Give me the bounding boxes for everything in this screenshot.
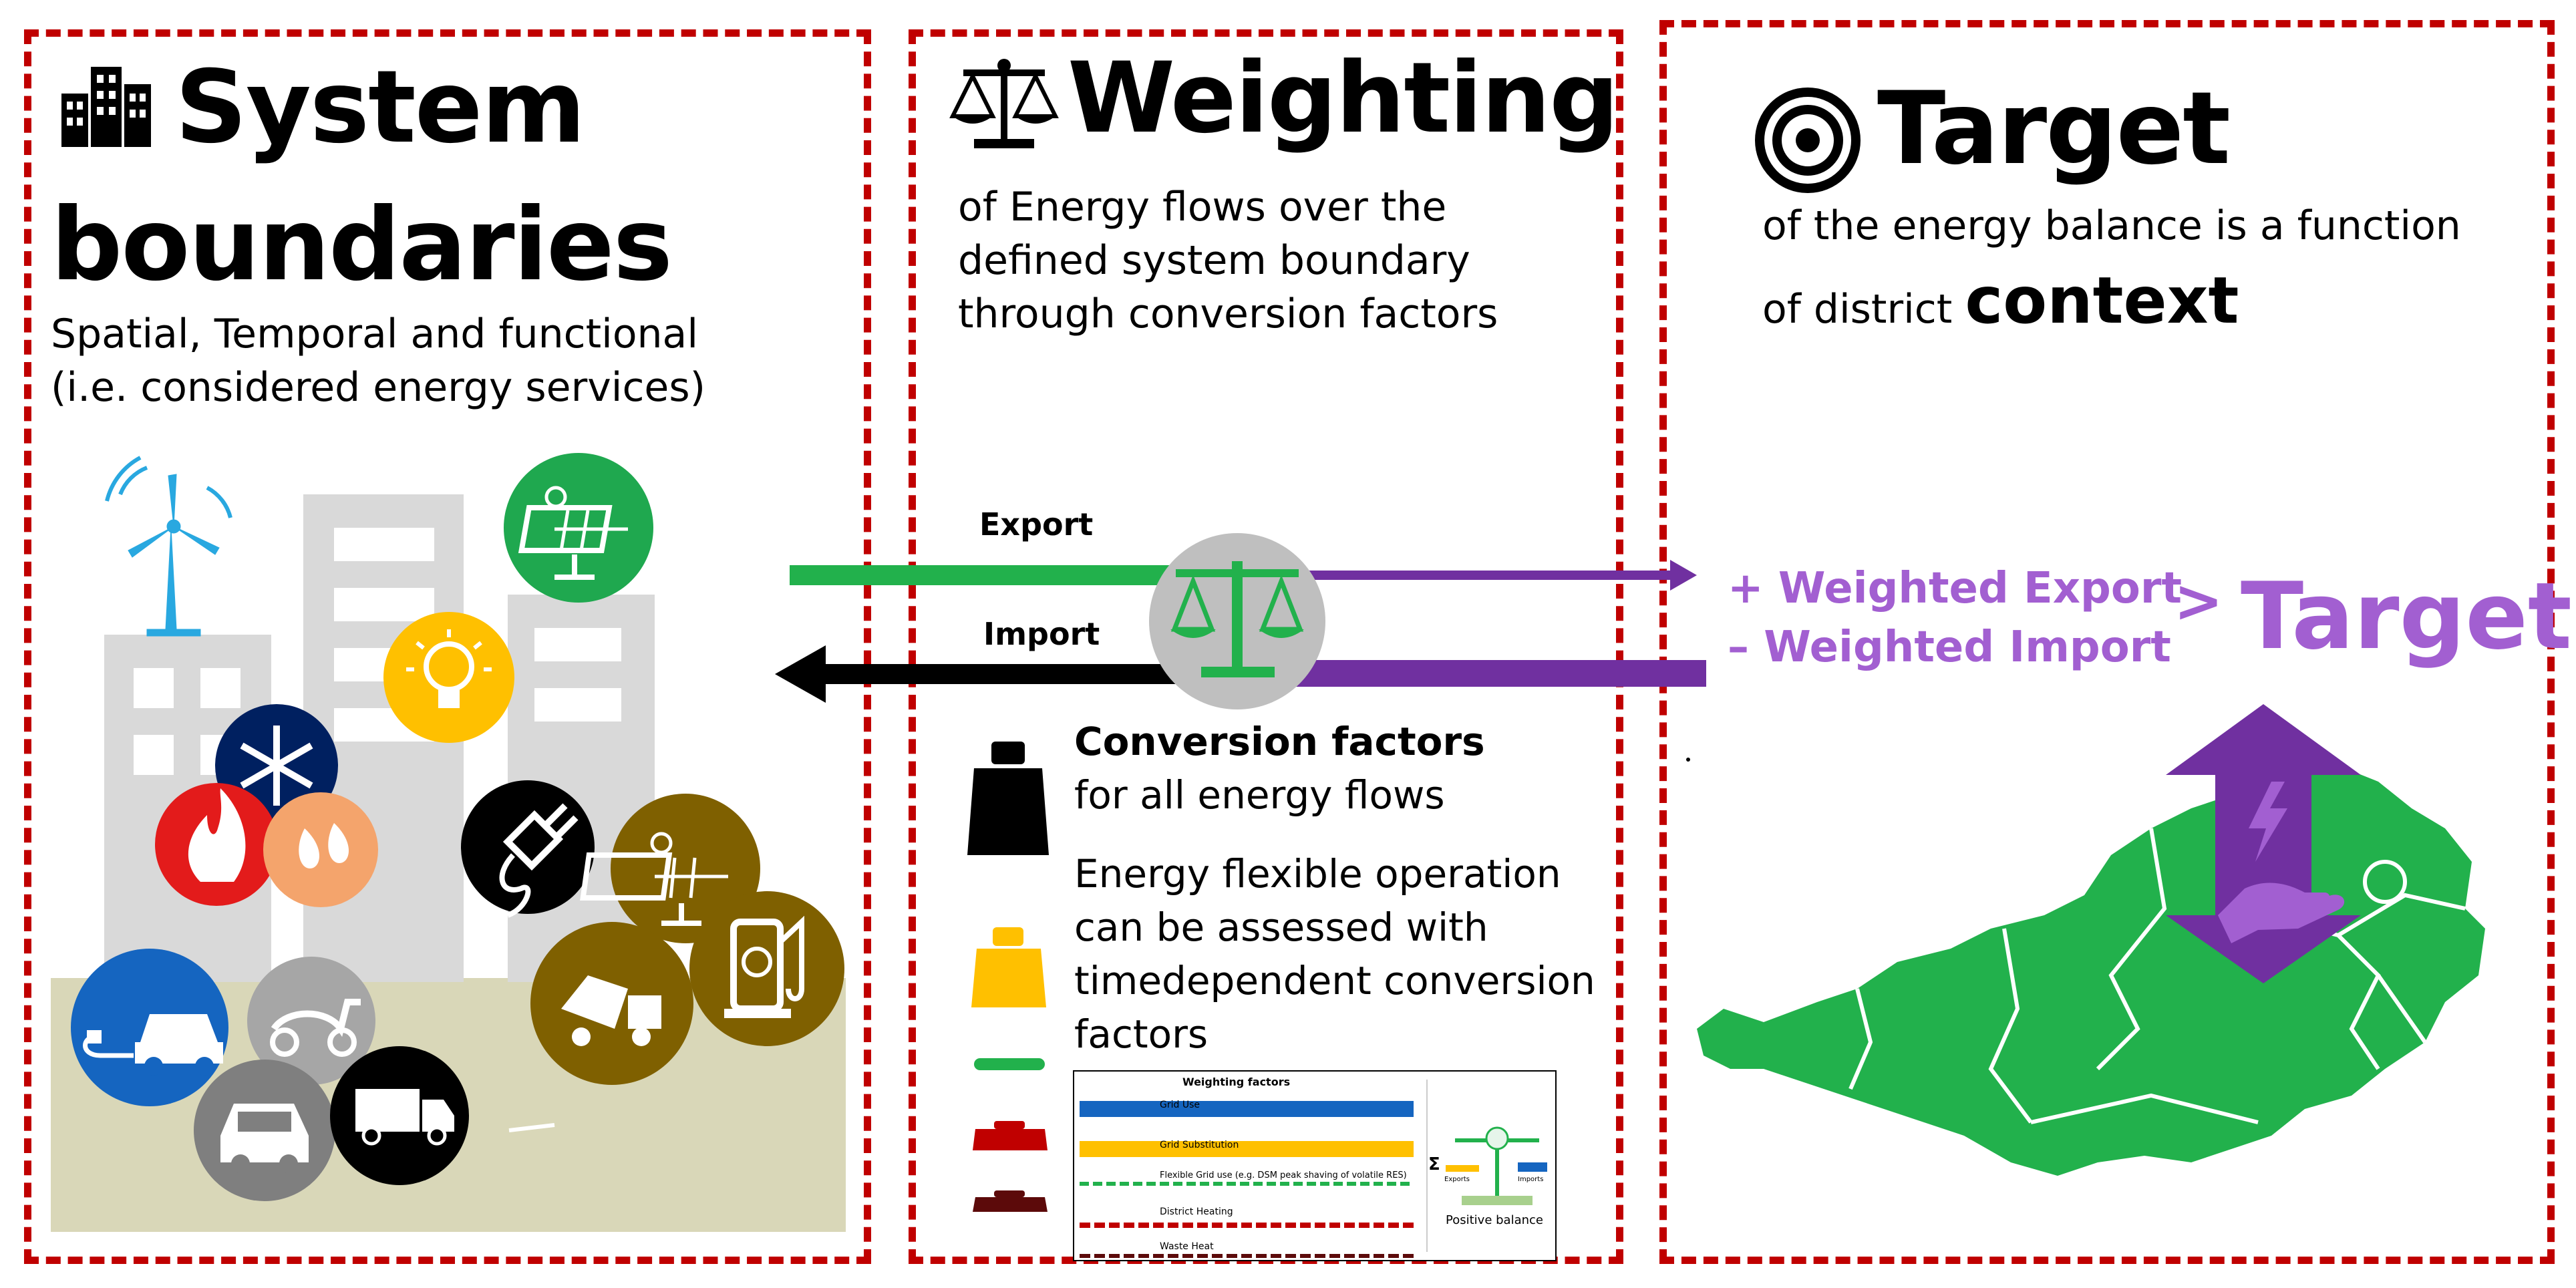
inset-row-waste-heat: Waste Heat	[1160, 1241, 1214, 1252]
system-boundaries-panel	[24, 29, 871, 1264]
car-icon	[194, 1060, 335, 1201]
water-drops-icon	[263, 792, 378, 907]
weighted-import-line	[1296, 660, 1706, 687]
austria-map	[1697, 704, 2485, 1176]
energy-hand-icon	[2218, 782, 2345, 943]
electric-car-icon	[71, 949, 228, 1106]
light-bulb-icon	[383, 612, 514, 743]
target-icon	[1755, 88, 1861, 193]
city-illustration	[51, 453, 846, 1232]
concrete-mixer-icon	[530, 922, 693, 1085]
inset-row-grid-substitution: Grid Substitution	[1160, 1140, 1239, 1150]
weight-icon	[967, 742, 1049, 855]
weighted-export-text: + Weighted Export	[1728, 564, 2182, 613]
weighting-scale-icon	[1149, 533, 1325, 709]
weight-icon	[973, 1121, 1048, 1150]
greater-than-sign: >	[2174, 567, 2223, 635]
system-title-line1: System	[175, 49, 586, 166]
scale-icon	[949, 59, 1059, 148]
truck-icon	[330, 1046, 469, 1185]
system-title-line2: boundaries	[51, 187, 673, 303]
target-panel	[1659, 20, 2555, 1264]
system-description: Spatial, Temporal and functional (i.e. c…	[51, 311, 706, 411]
inset-title: Weighting factors	[1182, 1076, 1291, 1088]
target-desc-prefix: of district	[1762, 286, 1965, 333]
conversion-factors-title: Conversion factors	[1074, 719, 1485, 764]
weight-icon	[973, 1190, 1048, 1212]
target-description-line1: of the energy balance is a function	[1762, 202, 2461, 249]
import-flow-arrow	[822, 664, 1196, 684]
flexible-operation-text: Energy flexible operation can be assesse…	[1074, 851, 1595, 1057]
weight-icon	[971, 927, 1046, 1007]
weighting-title: Weighting	[1068, 41, 1619, 155]
city-icon	[61, 67, 151, 147]
solar-panel-icon	[504, 453, 653, 603]
export-flow-line	[790, 565, 1190, 585]
inset-exports-label: Exports	[1444, 1176, 1470, 1183]
weighting-factors-inset: Weighting factors Grid Use Grid Substitu…	[1073, 1070, 1557, 1261]
fuel-pump-icon	[689, 891, 844, 1046]
inset-positive-balance: Positive balance	[1446, 1213, 1543, 1227]
weighting-description: of Energy flows over the defined system …	[958, 184, 1498, 337]
inset-row-district-heating: District Heating	[1160, 1206, 1233, 1217]
fire-icon	[155, 783, 278, 906]
conversion-factors-subtitle: for all energy flows	[1074, 772, 1445, 818]
weighted-export-arrow	[1269, 571, 1670, 580]
scooter-icon	[247, 957, 375, 1085]
inset-sigma: Σ	[1428, 1154, 1440, 1174]
target-description-line2: of district context	[1762, 269, 2239, 336]
inset-imports-label: Imports	[1518, 1176, 1544, 1183]
dot-marker	[1686, 758, 1690, 762]
wind-turbine-icon	[105, 456, 232, 637]
target-title: Target	[1877, 71, 2231, 187]
target-desc-context: context	[1965, 263, 2239, 338]
target-word: Target	[2241, 562, 2572, 670]
import-label: Import	[983, 616, 1100, 652]
inset-row-grid-use: Grid Use	[1160, 1100, 1200, 1110]
weighted-import-text: – Weighted Import	[1728, 623, 2171, 672]
export-label: Export	[979, 506, 1094, 542]
inset-row-flexible-grid: Flexible Grid use (e.g. DSM peak shaving…	[1160, 1170, 1407, 1180]
weight-icon	[974, 1058, 1045, 1070]
plug-icon	[461, 780, 595, 918]
